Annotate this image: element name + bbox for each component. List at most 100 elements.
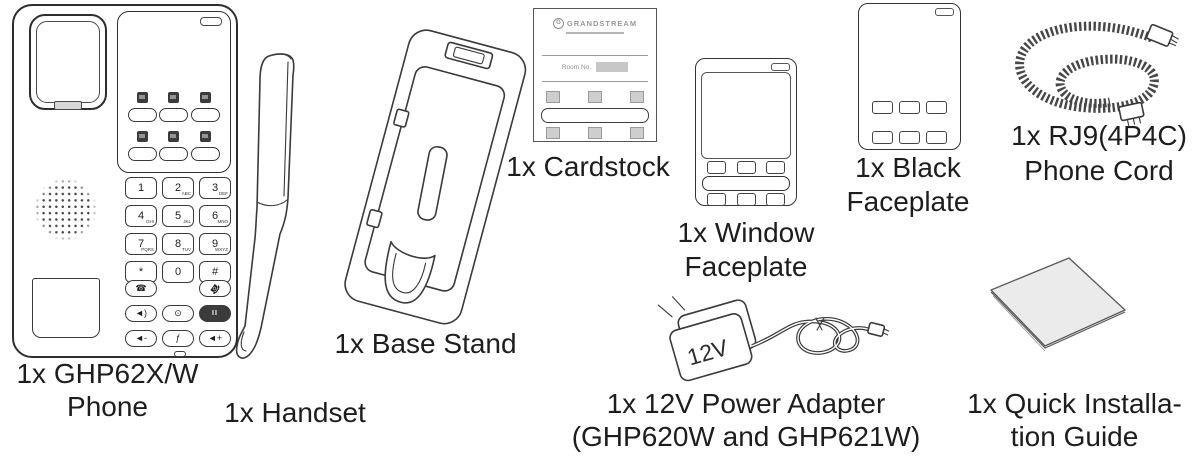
base-stand-label: 1x Base Stand — [318, 327, 533, 360]
black-faceplate-label-line1: 1x Black — [855, 152, 961, 183]
card-key-square — [630, 91, 644, 103]
control-keys: ☎☎◄)⊙II◄-ƒ◄+ — [125, 280, 231, 347]
grandstream-logo-text: GRANDSTREAM — [566, 19, 638, 28]
faceplate-key-row — [872, 101, 947, 114]
service-key-icon — [168, 92, 180, 103]
room-number-label: Room No. — [561, 63, 592, 71]
power-adapter-label-line1: 1x 12V Power Adapter — [606, 388, 886, 419]
card-key-row-2 — [546, 127, 644, 139]
service-key-icon — [199, 131, 211, 142]
handset-cradle — [29, 14, 107, 110]
cardstock-label: 1x Cardstock — [478, 150, 698, 183]
faceplate-bar — [702, 176, 790, 191]
black-faceplate-illustration — [858, 3, 961, 150]
faceplate-window — [701, 72, 791, 159]
volume-up-key: ◄+ — [199, 330, 231, 347]
base-stand-label-text: 1x Base Stand — [334, 328, 517, 359]
card-key-row-1 — [546, 91, 644, 103]
service-key-icon — [137, 131, 149, 142]
paper-insert-area — [32, 278, 100, 338]
card-key-square — [630, 127, 644, 139]
handset-label: 1x Handset — [200, 396, 390, 429]
faceplate-key — [766, 161, 785, 174]
hold-key: II — [199, 305, 231, 322]
service-key-3 — [190, 92, 221, 122]
power-adapter-illustration: 12V — [657, 296, 890, 382]
microphone-hole — [174, 351, 186, 357]
cradle-inner-outline — [36, 21, 100, 103]
digit-key-1: 1 — [125, 177, 157, 199]
offhook-key: ☎ — [125, 280, 157, 297]
faceplate-key-row — [872, 131, 947, 144]
faceplate-key — [899, 101, 920, 114]
card-key-square — [546, 127, 560, 139]
service-key-5 — [158, 131, 189, 161]
faceplate-key — [872, 131, 893, 144]
speaker-key: ◄) — [125, 305, 157, 322]
faceplate-key — [766, 193, 785, 206]
faceplate-key — [872, 101, 893, 114]
rj9-connector-a — [1146, 23, 1179, 47]
phone-cord-label: 1x RJ9(4P4C) Phone Cord — [1003, 118, 1195, 188]
service-keys — [127, 92, 221, 161]
phone-cord-label-line1: 1x RJ9(4P4C) — [1011, 120, 1187, 151]
cardstock-illustration: G GRANDSTREAM Room No. — [533, 8, 657, 142]
service-key-button — [159, 147, 189, 161]
service-key-button — [190, 108, 220, 122]
speaker-grille — [34, 178, 97, 241]
window-faceplate-label-line1: 1x Window — [677, 217, 815, 248]
card-slot — [541, 108, 649, 123]
handset-illustration — [235, 53, 295, 359]
faceplate-key — [707, 193, 726, 206]
service-key-button — [128, 108, 158, 122]
card-divider-2 — [542, 81, 648, 82]
adapter-plug-tip — [867, 321, 890, 337]
service-key-icon — [199, 92, 211, 103]
faceplate-key-row — [707, 161, 785, 174]
faceplate-key — [707, 161, 726, 174]
black-faceplate-label: 1x Black Faceplate — [818, 151, 998, 219]
panel-notch — [200, 17, 222, 26]
quick-guide-label-line2: tion Guide — [1010, 421, 1139, 452]
service-key-4 — [127, 131, 158, 161]
adapter-body: 12V — [657, 296, 757, 382]
faceplate-key — [926, 131, 947, 144]
phone-cord-illustration — [1015, 21, 1179, 126]
service-key-button — [128, 147, 158, 161]
faceplate-notch — [935, 8, 954, 16]
adapter-cord — [751, 316, 871, 355]
faceplate-key-row — [707, 193, 785, 206]
card-key-square — [546, 91, 560, 103]
quick-guide-label: 1x Quick Installa- tion Guide — [952, 387, 1197, 453]
quick-guide-illustration — [990, 257, 1126, 352]
cardstock-logo: G GRANDSTREAM — [534, 18, 656, 29]
service-key-icon — [168, 131, 180, 142]
phone-cord-label-line2: Phone Cord — [1024, 155, 1174, 186]
service-key-button — [190, 147, 220, 161]
room-number-box — [596, 62, 629, 72]
grandstream-logo-icon: G — [552, 18, 564, 29]
power-adapter-label: 1x 12V Power Adapter (GHP620W and GHP621… — [550, 387, 942, 453]
quick-guide-label-line1: 1x Quick Installa- — [967, 388, 1182, 419]
cord-tie — [815, 317, 825, 331]
faceplate-notch — [771, 63, 790, 71]
service-key-button — [159, 108, 189, 122]
card-key-square — [588, 91, 602, 103]
phone-label: 1x GHP62X/W Phone — [0, 357, 215, 423]
window-faceplate-label: 1x Window Faceplate — [656, 216, 836, 284]
onhook-key: ☎ — [199, 280, 231, 297]
phone-label-line2: Phone — [67, 391, 148, 422]
faceplate-key — [736, 193, 756, 206]
room-number-row: Room No. — [534, 62, 656, 72]
volume-down-key: ◄- — [125, 330, 157, 347]
service-key-panel — [117, 11, 231, 173]
